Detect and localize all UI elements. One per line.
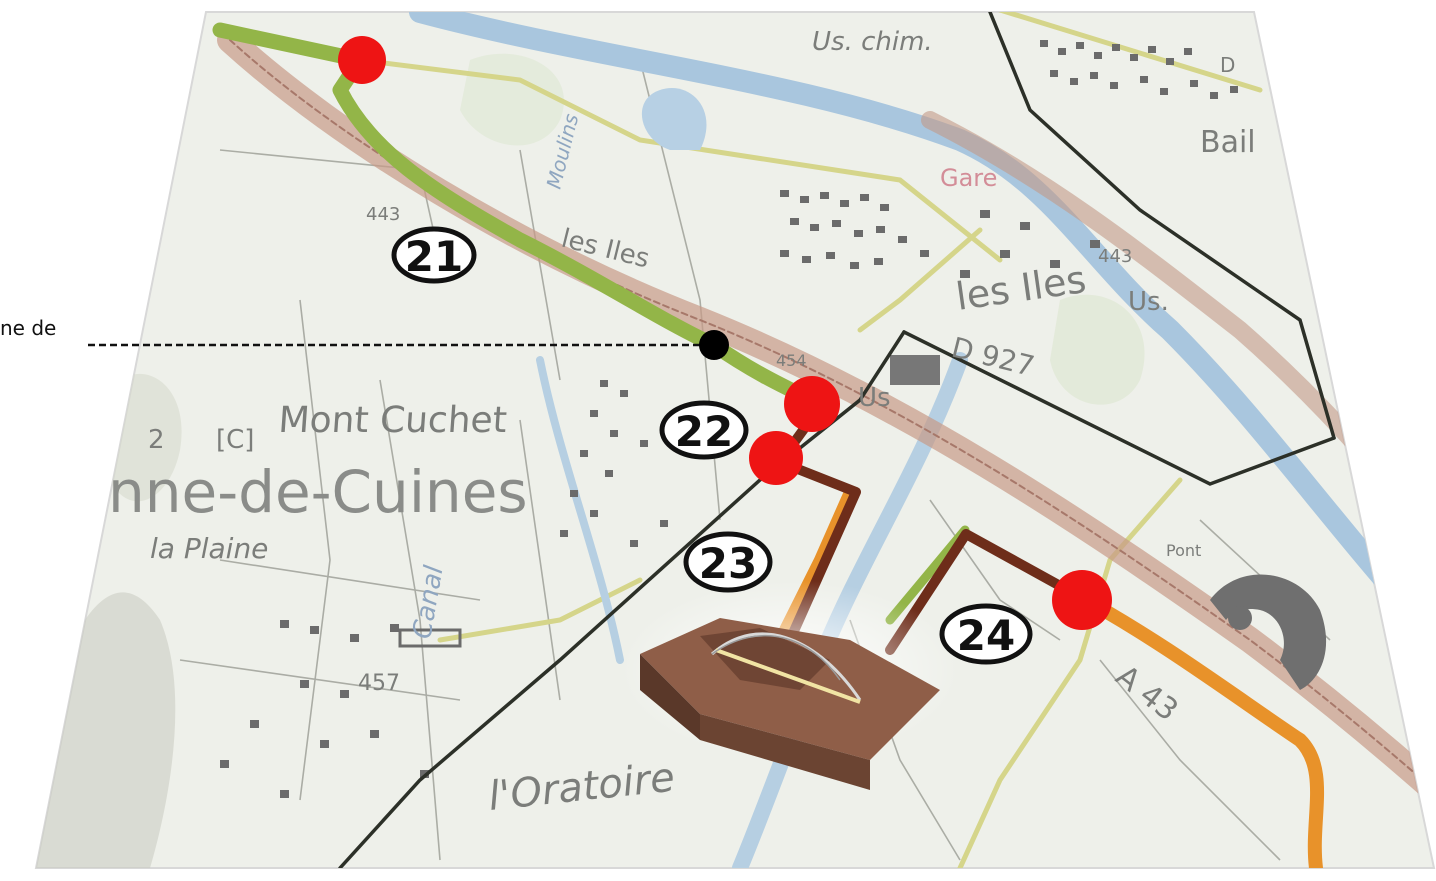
- marker-24[interactable]: 24: [939, 603, 1033, 665]
- label-town: nne-de-Cuines: [108, 458, 528, 526]
- marker-22[interactable]: 22: [659, 400, 749, 460]
- marker-24-label: 24: [957, 611, 1015, 660]
- bridge-illustration: [620, 580, 960, 790]
- marker-21-label: 21: [405, 232, 463, 281]
- pont-roundabout-dot: [1228, 606, 1252, 630]
- marker-21[interactable]: 21: [391, 226, 477, 284]
- point-24: [1052, 570, 1112, 630]
- point-22b: [749, 431, 803, 485]
- label-num-2: 2: [148, 425, 165, 455]
- label-c-mark: [C]: [216, 425, 254, 455]
- pont-roundabout-symbol: [1210, 574, 1327, 690]
- label-d-mark: D: [1220, 53, 1235, 77]
- building-clusters: [220, 40, 1238, 798]
- label-elev-454: 454: [776, 351, 807, 370]
- callout-label: ne de: [0, 316, 57, 340]
- label-pont: Pont: [1166, 541, 1201, 560]
- label-us-mid: Us: [858, 383, 891, 413]
- marker-23-label: 23: [699, 539, 757, 588]
- marker-23[interactable]: 23: [683, 531, 773, 593]
- route-green: [212, 22, 820, 408]
- local-roads: [357, 12, 1263, 868]
- route-points: [338, 36, 1112, 630]
- callout-anchor-dot: [699, 330, 729, 360]
- label-elev-457: 457: [358, 671, 400, 696]
- label-bail: Bail: [1200, 125, 1256, 160]
- label-us-chim: Us. chim.: [812, 27, 933, 57]
- label-la-plaine: la Plaine: [150, 532, 268, 565]
- boundary-lines: [338, 12, 1336, 868]
- marker-22-label: 22: [675, 407, 733, 456]
- label-elev-443-left: 443: [366, 204, 400, 225]
- point-north: [338, 36, 386, 84]
- point-22a: [784, 376, 840, 432]
- route-orange-east: [1075, 591, 1325, 868]
- route-brown-west: [775, 399, 861, 645]
- numbered-markers: 21 22 23 24: [391, 226, 1033, 665]
- label-gare: Gare: [940, 164, 997, 192]
- label-us-right: Us.: [1128, 287, 1169, 317]
- label-elev-443-right: 443: [1098, 246, 1132, 267]
- label-mont-cuchet: Mont Cuchet: [277, 400, 508, 441]
